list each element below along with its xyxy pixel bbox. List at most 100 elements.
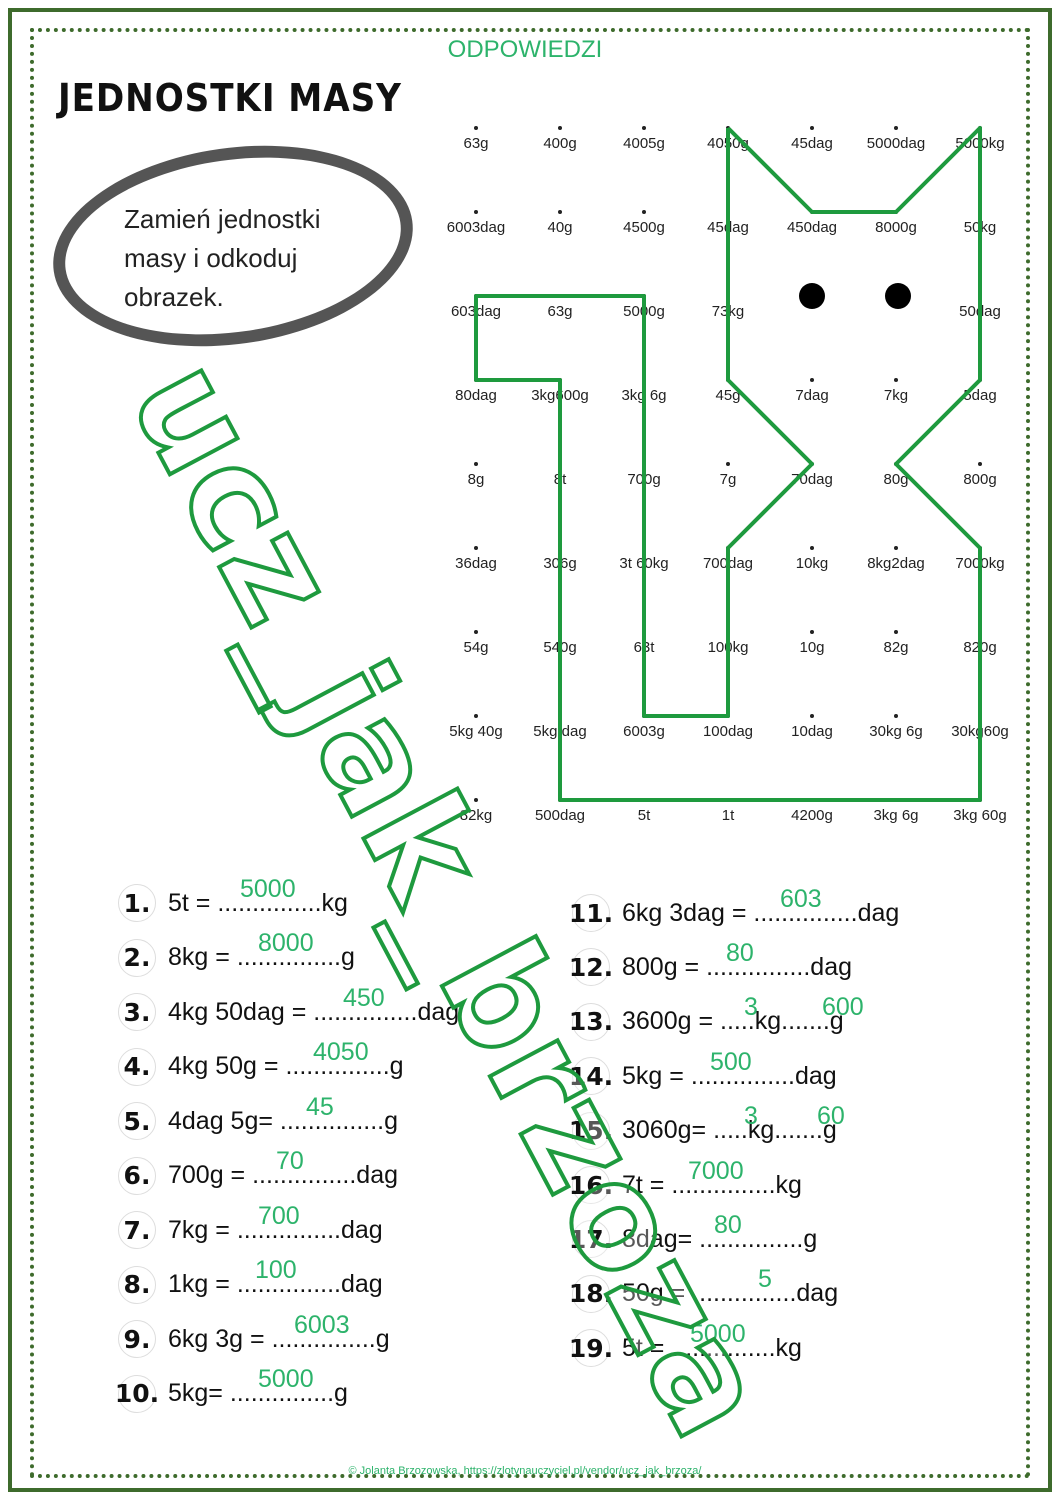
task-question: 4dag 5g= <box>168 1106 280 1135</box>
task-unit: dag <box>796 1279 839 1308</box>
answer-blank: ............... <box>236 943 341 971</box>
handwritten-answer: 80 <box>714 1210 742 1239</box>
grid-point: 5000dag <box>851 126 941 152</box>
grid-point: 5kg dag <box>515 714 605 740</box>
grid-dot <box>474 714 478 718</box>
handwritten-answer: 3 <box>744 993 758 1022</box>
grid-point: 540g <box>515 630 605 656</box>
task-unit: g <box>822 1116 837 1145</box>
grid-point: 10g <box>767 630 857 656</box>
grid-point: 63g <box>515 294 605 320</box>
grid-label: 5000kg <box>955 135 1005 152</box>
grid-point: 500dag <box>515 798 605 824</box>
grid-dot <box>726 462 730 466</box>
grid-point: 10kg <box>767 546 857 572</box>
grid-point: 7000kg <box>935 546 1025 572</box>
task-number-badge: 17. <box>569 1220 613 1259</box>
task-unit: dag <box>341 1215 383 1244</box>
grid-label: 4050g <box>707 135 749 152</box>
task-number-badge: 3. <box>118 993 156 1031</box>
grid-label: 8000g <box>875 219 917 236</box>
task-unit: dag <box>417 997 460 1026</box>
handwritten-answer: 700 <box>258 1201 300 1230</box>
task-number-badge: 13. <box>569 1002 613 1041</box>
grid-dot <box>558 378 562 382</box>
grid-label: 80g <box>883 471 909 488</box>
grid-point: 603dag <box>431 294 521 320</box>
handwritten-answer: 5000 <box>240 874 296 903</box>
grid-label: 30kg60g <box>951 723 1009 740</box>
grid-point: 100kg <box>683 630 773 656</box>
handwritten-answer: 60 <box>817 1102 845 1131</box>
grid-point: 80g <box>851 462 941 488</box>
task-number-badge: 14. <box>569 1057 613 1096</box>
task-unit: g <box>341 943 355 971</box>
grid-label: 7kg <box>883 387 909 404</box>
grid-dot <box>894 546 898 550</box>
handwritten-answer: 603 <box>780 884 822 913</box>
task-question: 7kg = <box>168 1215 237 1244</box>
grid-point: 5dag <box>935 378 1025 404</box>
grid-dot <box>642 462 646 466</box>
handwritten-answer: 45 <box>306 1092 334 1121</box>
grid-dot <box>726 378 730 382</box>
answer-blank: ............... <box>236 1270 341 1298</box>
grid-label: 800g <box>963 471 997 488</box>
grid-point: 700dag <box>683 546 773 572</box>
answer-blank: ............... <box>699 1224 804 1253</box>
grid-point: 5000g <box>599 294 689 320</box>
grid-point: 70dag <box>767 462 857 488</box>
footer-copyright: © Jolanta Brzozowska, https://zlotynaucz… <box>348 1465 702 1477</box>
handwritten-answer: 70 <box>276 1147 304 1175</box>
task-number-badge: 6. <box>118 1156 156 1195</box>
grid-label: 63g <box>547 303 573 320</box>
task-number-badge: 2. <box>118 938 156 977</box>
grid-label: 7000kg <box>955 555 1005 572</box>
answer-blank: ..... <box>720 1007 755 1036</box>
grid-point: 30kg60g <box>935 714 1025 740</box>
task-number-badge: 9. <box>118 1320 156 1358</box>
grid-point: 700g <box>599 462 689 488</box>
grid-dot <box>894 798 898 802</box>
grid-label: 45dag <box>707 219 749 236</box>
grid-label: 5000dag <box>866 135 926 152</box>
answer-blank: ............... <box>690 1061 795 1090</box>
grid-label: 700g <box>627 471 661 488</box>
answer-blank: ............... <box>692 1279 797 1308</box>
grid-dot <box>978 630 982 634</box>
grid-point: 45dag <box>767 126 857 152</box>
grid-point: 3kg 60g <box>935 798 1025 824</box>
grid-dot <box>474 630 478 634</box>
task-question: 3600g = <box>622 1007 721 1036</box>
grid-label: 10g <box>799 639 825 656</box>
task-question: 5t = <box>622 1333 672 1362</box>
grid-dot <box>894 210 898 214</box>
grid-dot <box>810 462 814 466</box>
task-unit: dag <box>341 1270 383 1298</box>
grid-label: 70dag <box>791 471 833 488</box>
task-unit: g <box>375 1324 390 1353</box>
instruction-text: Zamień jednostki masy i odkoduj obrazek. <box>124 204 321 312</box>
task-unit: kg <box>747 1116 775 1145</box>
answer-blank: ............... <box>753 898 858 927</box>
grid-point: 820g <box>935 630 1025 656</box>
grid-label: 7dag <box>795 387 829 404</box>
grid-label: 450dag <box>786 219 838 236</box>
grid-dot <box>726 714 730 718</box>
grid-point: 6003dag <box>431 210 521 236</box>
grid-label: 36dag <box>455 555 497 572</box>
grid-dot <box>978 378 982 382</box>
grid-dot <box>726 126 730 130</box>
